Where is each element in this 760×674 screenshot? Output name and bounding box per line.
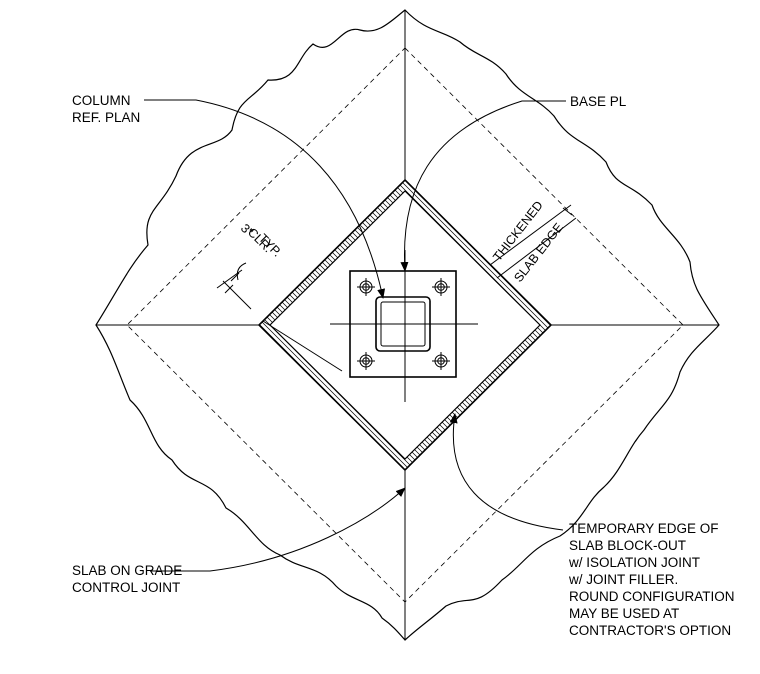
label-clearance: 3" CLR. TYP.: [238, 221, 284, 259]
anchor-bolts: [357, 278, 450, 370]
leader-lines: [144, 99, 566, 572]
anchor-bolt-icon: [432, 352, 450, 370]
label-line: SLAB ON GRADE: [72, 563, 182, 578]
label-column-ref-plan: COLUMN REF. PLAN: [72, 93, 140, 125]
label-line: MAY BE USED AT: [569, 606, 679, 621]
label-thickened-slab-edge: THICKENED SLAB EDGE: [490, 198, 566, 285]
slab-blockout-isolation-joint: [257, 178, 553, 472]
anchor-bolt-icon: [357, 352, 375, 370]
label-line: ROUND CONFIGURATION: [569, 589, 735, 604]
leader-temporary-edge: [449, 413, 564, 531]
label-line: w/ ISOLATION JOINT: [568, 555, 700, 570]
label-slab-on-grade: SLAB ON GRADE CONTROL JOINT: [72, 563, 182, 595]
label-line: CONTRACTOR'S OPTION: [569, 623, 731, 638]
label-line: COLUMN: [72, 93, 131, 108]
control-joints: [96, 10, 719, 640]
column-centerlines: [330, 250, 478, 402]
anchor-bolt-icon: [357, 278, 375, 296]
label-line: TEMPORARY EDGE OF: [569, 521, 719, 536]
label-base-pl: BASE PL: [570, 94, 627, 109]
label-line: REF. PLAN: [72, 110, 140, 125]
slab-break-outline: [95, 9, 720, 641]
clearance-dimension: [216, 262, 343, 372]
leader-column-ref-plan: [144, 99, 386, 299]
label-line: w/ JOINT FILLER.: [568, 572, 678, 587]
leader-slab-on-grade: [150, 487, 406, 572]
anchor-bolt-icon: [432, 278, 450, 296]
label-line: SLAB BLOCK-OUT: [569, 538, 686, 553]
label-line: CONTROL JOINT: [72, 580, 180, 595]
label-temporary-edge: TEMPORARY EDGE OF SLAB BLOCK-OUT w/ ISOL…: [568, 521, 735, 638]
leader-base-pl: [400, 100, 566, 272]
thickened-edge-dimension: [489, 204, 577, 279]
